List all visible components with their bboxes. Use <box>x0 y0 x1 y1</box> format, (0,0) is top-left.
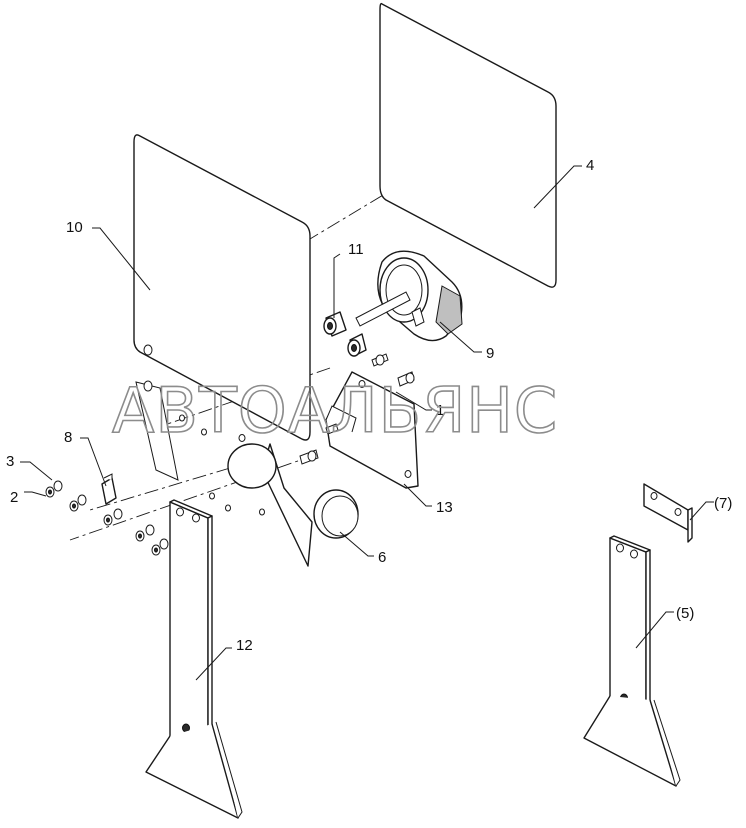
callout-7: (7) <box>714 495 732 512</box>
callout-13: 13 <box>436 499 453 516</box>
callout-10: 10 <box>66 219 83 236</box>
nut-part-2 <box>45 486 161 556</box>
reflector-bracket-part-6 <box>227 443 359 567</box>
callout-5: (5) <box>676 605 694 622</box>
callout-6: 6 <box>378 549 386 566</box>
callout-11: 11 <box>348 241 364 258</box>
callout-9: 9 <box>486 345 494 362</box>
bracket-part-7 <box>643 483 693 543</box>
back-plate-part-10 <box>133 134 311 441</box>
back-plate-mounting-tab <box>135 380 246 512</box>
post-part-12 <box>145 499 243 819</box>
callout-3: 3 <box>6 453 14 470</box>
washer-part-3 <box>53 480 169 550</box>
bracket-plate-part-13 <box>325 371 419 489</box>
post-part-5 <box>583 535 681 787</box>
bolt-part-1 <box>299 353 415 465</box>
leader-lines <box>20 165 714 681</box>
sign-plate-part-4 <box>379 2 557 288</box>
callout-4: 4 <box>586 157 594 174</box>
lamp-housing-part-9 <box>355 250 463 342</box>
callout-12: 12 <box>236 637 253 654</box>
callout-8: 8 <box>64 429 72 446</box>
callout-1: 1 <box>436 402 444 419</box>
callout-2: 2 <box>10 489 18 506</box>
spacer-part-11 <box>323 311 367 357</box>
watermark-text: АВТОАЛЬЯНС <box>112 374 558 447</box>
clip-part-8 <box>101 473 117 505</box>
